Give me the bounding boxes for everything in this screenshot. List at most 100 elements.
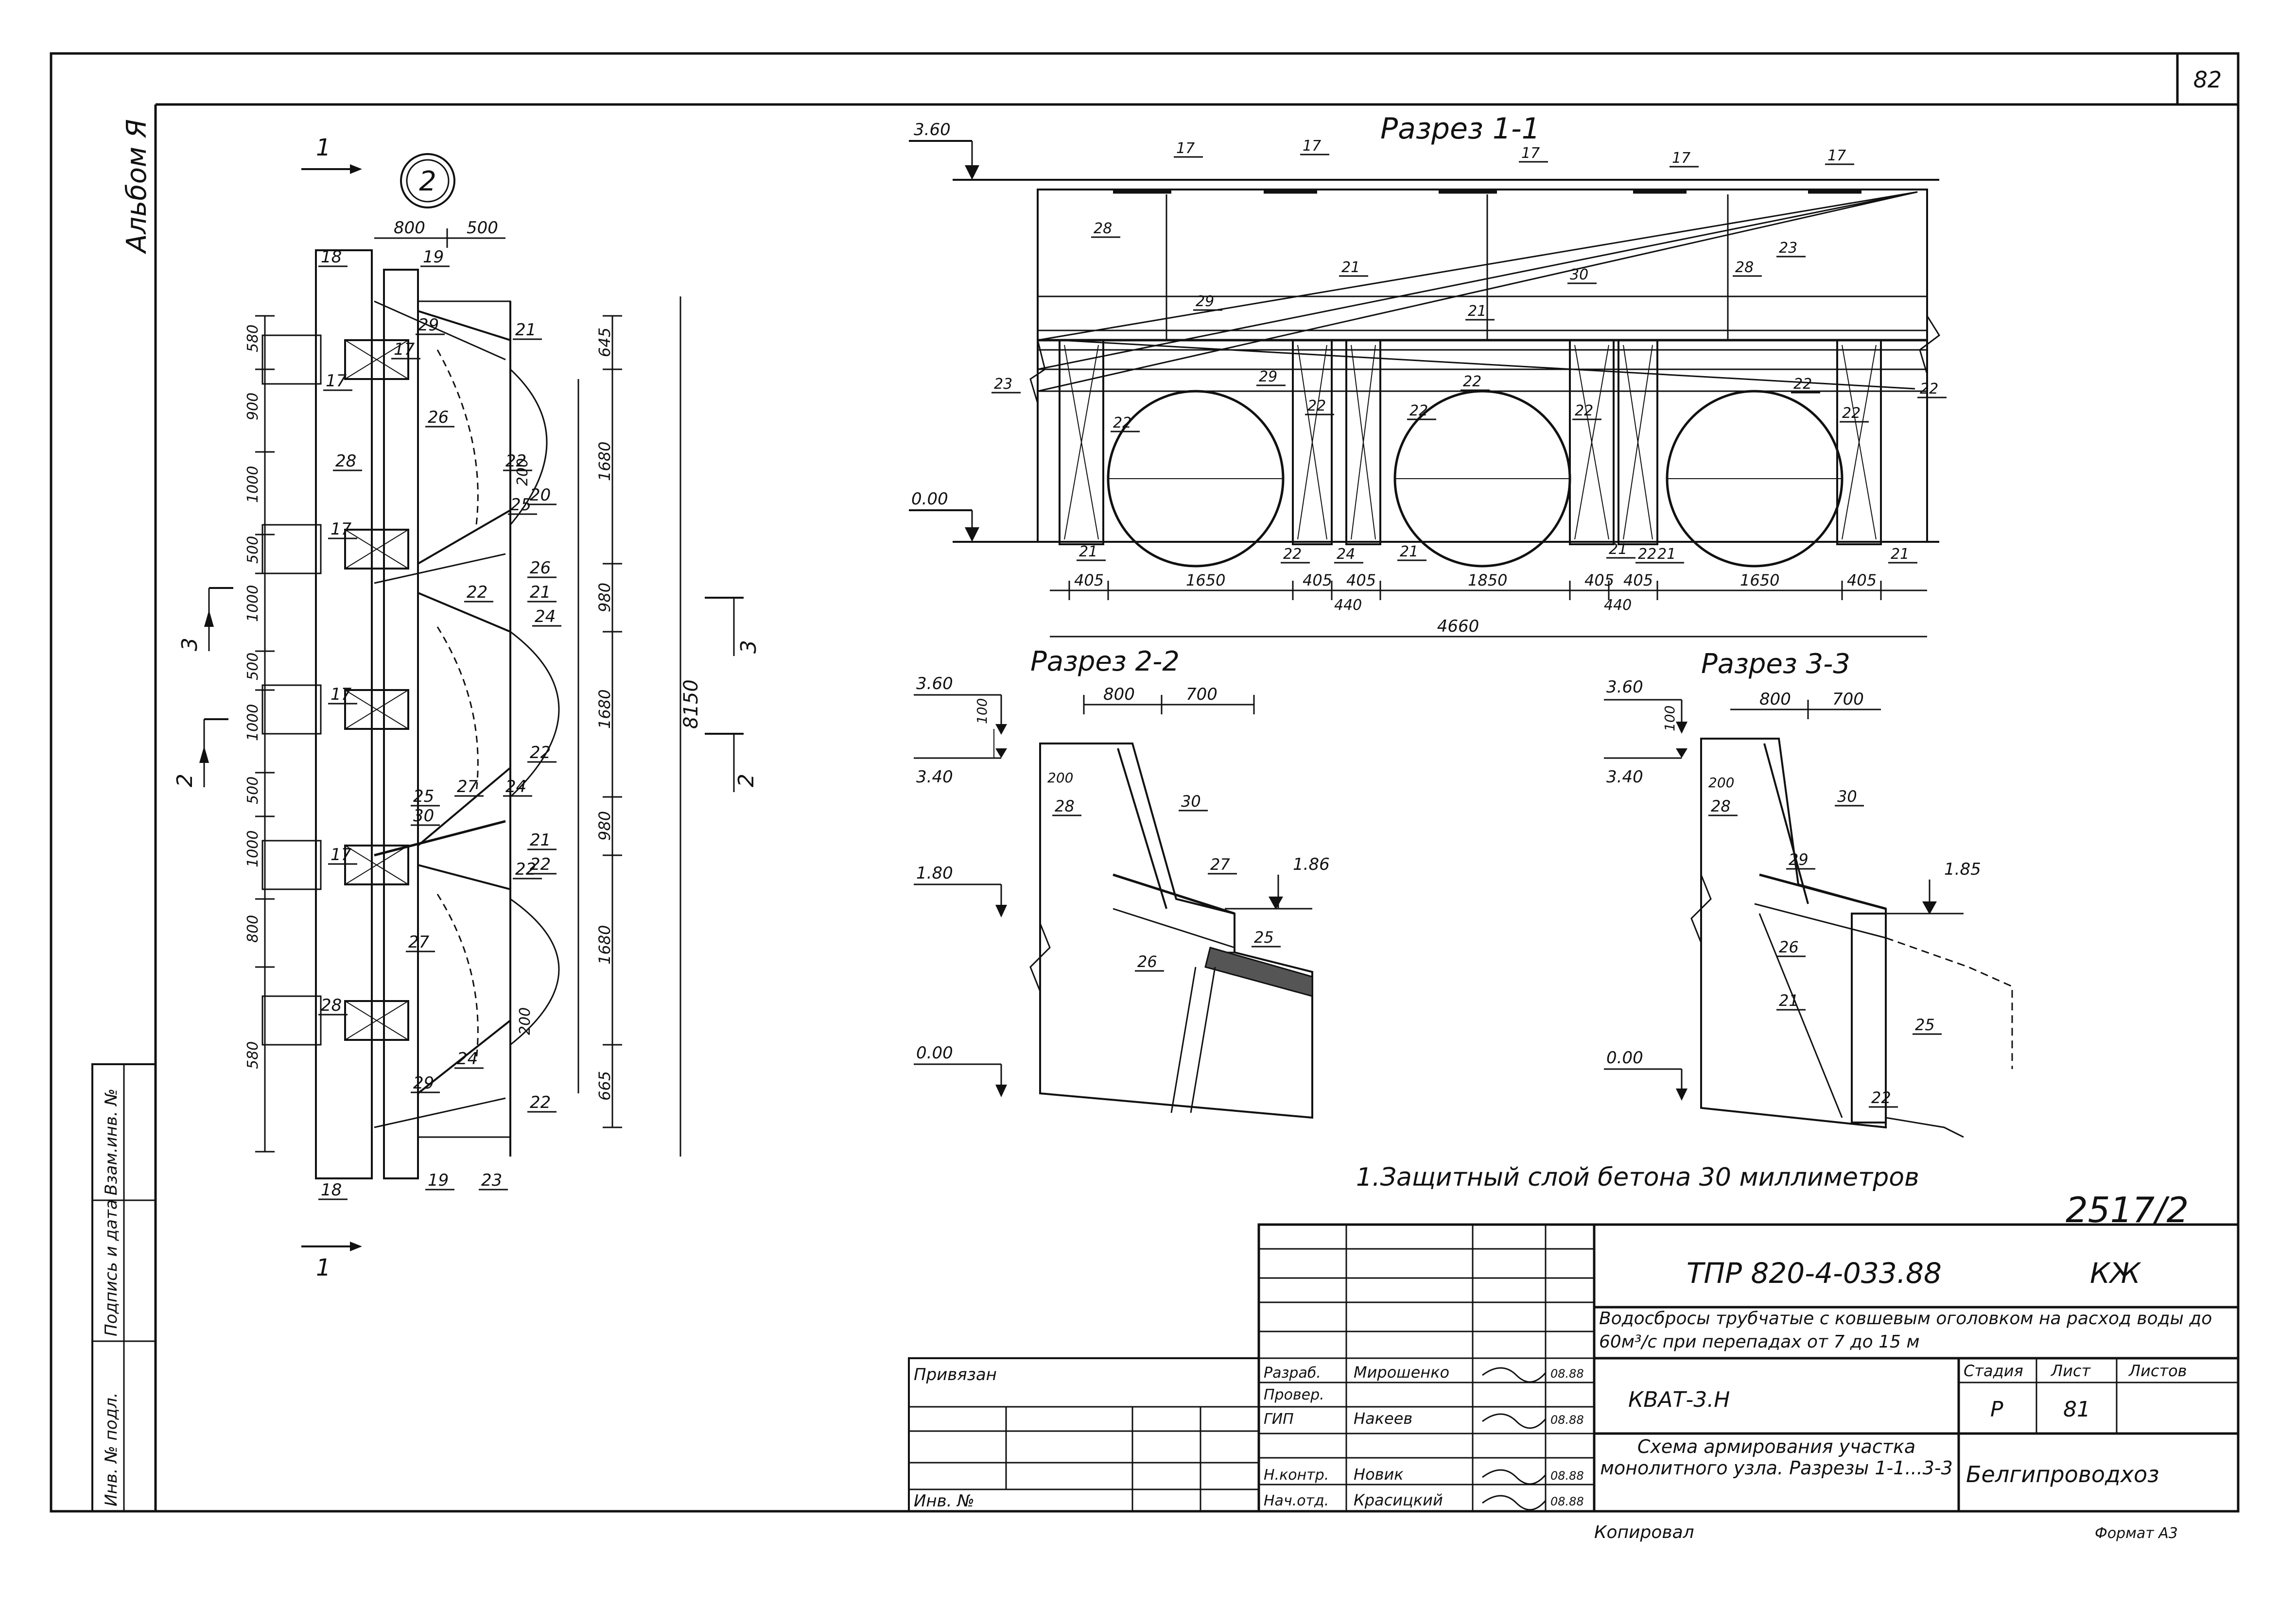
section-mark-top: 1 — [316, 134, 331, 161]
section-1-1: Разрез 1-1 3.60 — [909, 112, 1941, 638]
s22-side-dim-1: 100 — [974, 698, 990, 724]
sheet-value: 81 — [2063, 1397, 2090, 1422]
plan-label: 23 — [481, 1171, 502, 1190]
plan-mid-dim-2: 200 — [517, 1007, 534, 1035]
side-mark-2-left: 2 — [173, 774, 197, 787]
s11-label: 22 — [1283, 546, 1302, 563]
plan-left-dim: 500 — [244, 653, 261, 680]
plan-top-dim-1: 800 — [394, 218, 425, 238]
plan-right-dim: 1680 — [595, 442, 614, 481]
s11-label: 17 — [1521, 145, 1540, 162]
s11-label: 30 — [1570, 266, 1588, 283]
s33-side-dim-2: 200 — [1708, 775, 1734, 791]
s11-label: 21 — [1400, 543, 1418, 560]
plan-label: 29 — [418, 315, 439, 335]
s33-label: 26 — [1779, 938, 1799, 956]
plan-label: 26 — [530, 558, 551, 578]
s11-sub-dim: 440 — [1604, 597, 1632, 614]
plan-left-dim: 580 — [244, 1041, 261, 1069]
project-description: Водосбросы трубчатые с ковшевым оголовко… — [1599, 1309, 2212, 1352]
s11-dim: 405 — [1303, 571, 1332, 589]
plan-label: 26 — [428, 408, 449, 427]
plan-left-dim: 900 — [244, 393, 261, 420]
s11-label: 22 — [1463, 373, 1481, 390]
s33-side-dim-1: 100 — [1662, 706, 1678, 731]
tb-date: 08.88 — [1550, 1413, 1584, 1427]
plan-right-dim: 1680 — [595, 690, 614, 729]
s11-label: 22 — [1409, 402, 1428, 419]
s22-label: 27 — [1210, 855, 1230, 874]
tb-date: 08.88 — [1550, 1495, 1584, 1508]
stamp-inv-label: Инв. № подл. — [102, 1392, 121, 1506]
s33-label: 22 — [1871, 1089, 1891, 1107]
tb-role: Н.контр. — [1264, 1467, 1329, 1484]
left-stamp: Инв. № подл. Подпись и дата Взам.инв. № — [91, 1063, 157, 1512]
s11-label: 17 — [1672, 150, 1690, 167]
s11-label: 21 — [1891, 546, 1909, 563]
s22-right-level: 1.86 — [1293, 855, 1330, 874]
plan-top-dim-2: 500 — [467, 218, 498, 238]
s11-dim: 1650 — [1186, 571, 1225, 589]
s11-label: 29 — [1196, 293, 1214, 310]
s11-level-bottom: 0.00 — [911, 489, 948, 509]
s11-label: 23 — [994, 376, 1012, 393]
outer-frame — [50, 52, 2240, 1513]
stage-header: Стадия — [1964, 1362, 2023, 1380]
project-code: ТПР 820-4-033.88 — [1687, 1257, 1942, 1290]
sheet-header: Лист — [2051, 1362, 2091, 1380]
plan-label: 25 — [413, 787, 434, 806]
section-1-1-title: Разрез 1-1 — [1380, 112, 1540, 146]
s22-label: 30 — [1181, 792, 1201, 811]
s11-label: 29 — [1259, 368, 1277, 385]
organization: Белгипроводхоз — [1966, 1461, 2159, 1487]
plan-label: 28 — [335, 451, 356, 471]
tb-role: Разраб. — [1264, 1365, 1321, 1382]
s11-label: 22 — [1113, 415, 1131, 432]
s33-level-340: 3.40 — [1606, 767, 1643, 787]
side-mark-3-left: 3 — [177, 638, 202, 651]
callout-number: 2 — [419, 166, 436, 197]
plan-left-dim: 800 — [244, 915, 261, 943]
s11-dim: 1850 — [1468, 571, 1507, 589]
s22-top-dim-2: 700 — [1186, 685, 1218, 704]
plan-label: 19 — [428, 1171, 449, 1190]
tb-role: Нач.отд. — [1264, 1492, 1329, 1509]
s22-side-dim-2: 200 — [1047, 770, 1073, 786]
s11-label: 21 — [1341, 259, 1360, 276]
plan-label: 30 — [413, 806, 434, 826]
plan-label: 21 — [530, 830, 551, 850]
s33-label: 21 — [1779, 991, 1799, 1010]
s11-label: 22 — [1793, 376, 1812, 393]
s22-level-180: 1.80 — [916, 864, 953, 883]
s11-label: 21 — [1468, 303, 1486, 320]
plan-label: 24 — [457, 1049, 478, 1069]
plan-left-dim: 1000 — [244, 830, 261, 867]
s11-label: 24 — [1337, 546, 1355, 563]
s11-dim: 1650 — [1740, 571, 1779, 589]
s11-dim: 405 — [1623, 571, 1653, 589]
s11-label: 17 — [1303, 138, 1321, 155]
plan-label: 22 — [515, 860, 536, 879]
format-label: Формат А3 — [2095, 1525, 2178, 1542]
plan-right-dim: 980 — [595, 811, 614, 841]
stage-value: Р — [1990, 1397, 2003, 1422]
sheets-header: Листов — [2128, 1362, 2187, 1380]
copied-label: Копировал — [1594, 1522, 1694, 1542]
s22-level-340: 3.40 — [916, 767, 953, 787]
plan-label: 22 — [530, 743, 551, 762]
tb-name: Мирошенко — [1354, 1363, 1449, 1382]
plan-label: 18 — [321, 247, 342, 267]
s11-dim: 405 — [1584, 571, 1614, 589]
plan-label: 22 — [530, 1093, 551, 1112]
plan-label: 21 — [515, 320, 536, 340]
s11-label: 22 — [1575, 402, 1593, 419]
plan-label: 28 — [321, 996, 342, 1015]
plan-label: 27 — [457, 777, 478, 796]
page-number: 82 — [2193, 67, 2222, 93]
plan-label: 17 — [330, 685, 352, 704]
plan-label: 24 — [505, 777, 526, 796]
plan-left-dim: 1000 — [244, 585, 261, 622]
plan-left-dim: 1000 — [244, 704, 261, 741]
plan-right-dim: 1680 — [595, 925, 614, 965]
